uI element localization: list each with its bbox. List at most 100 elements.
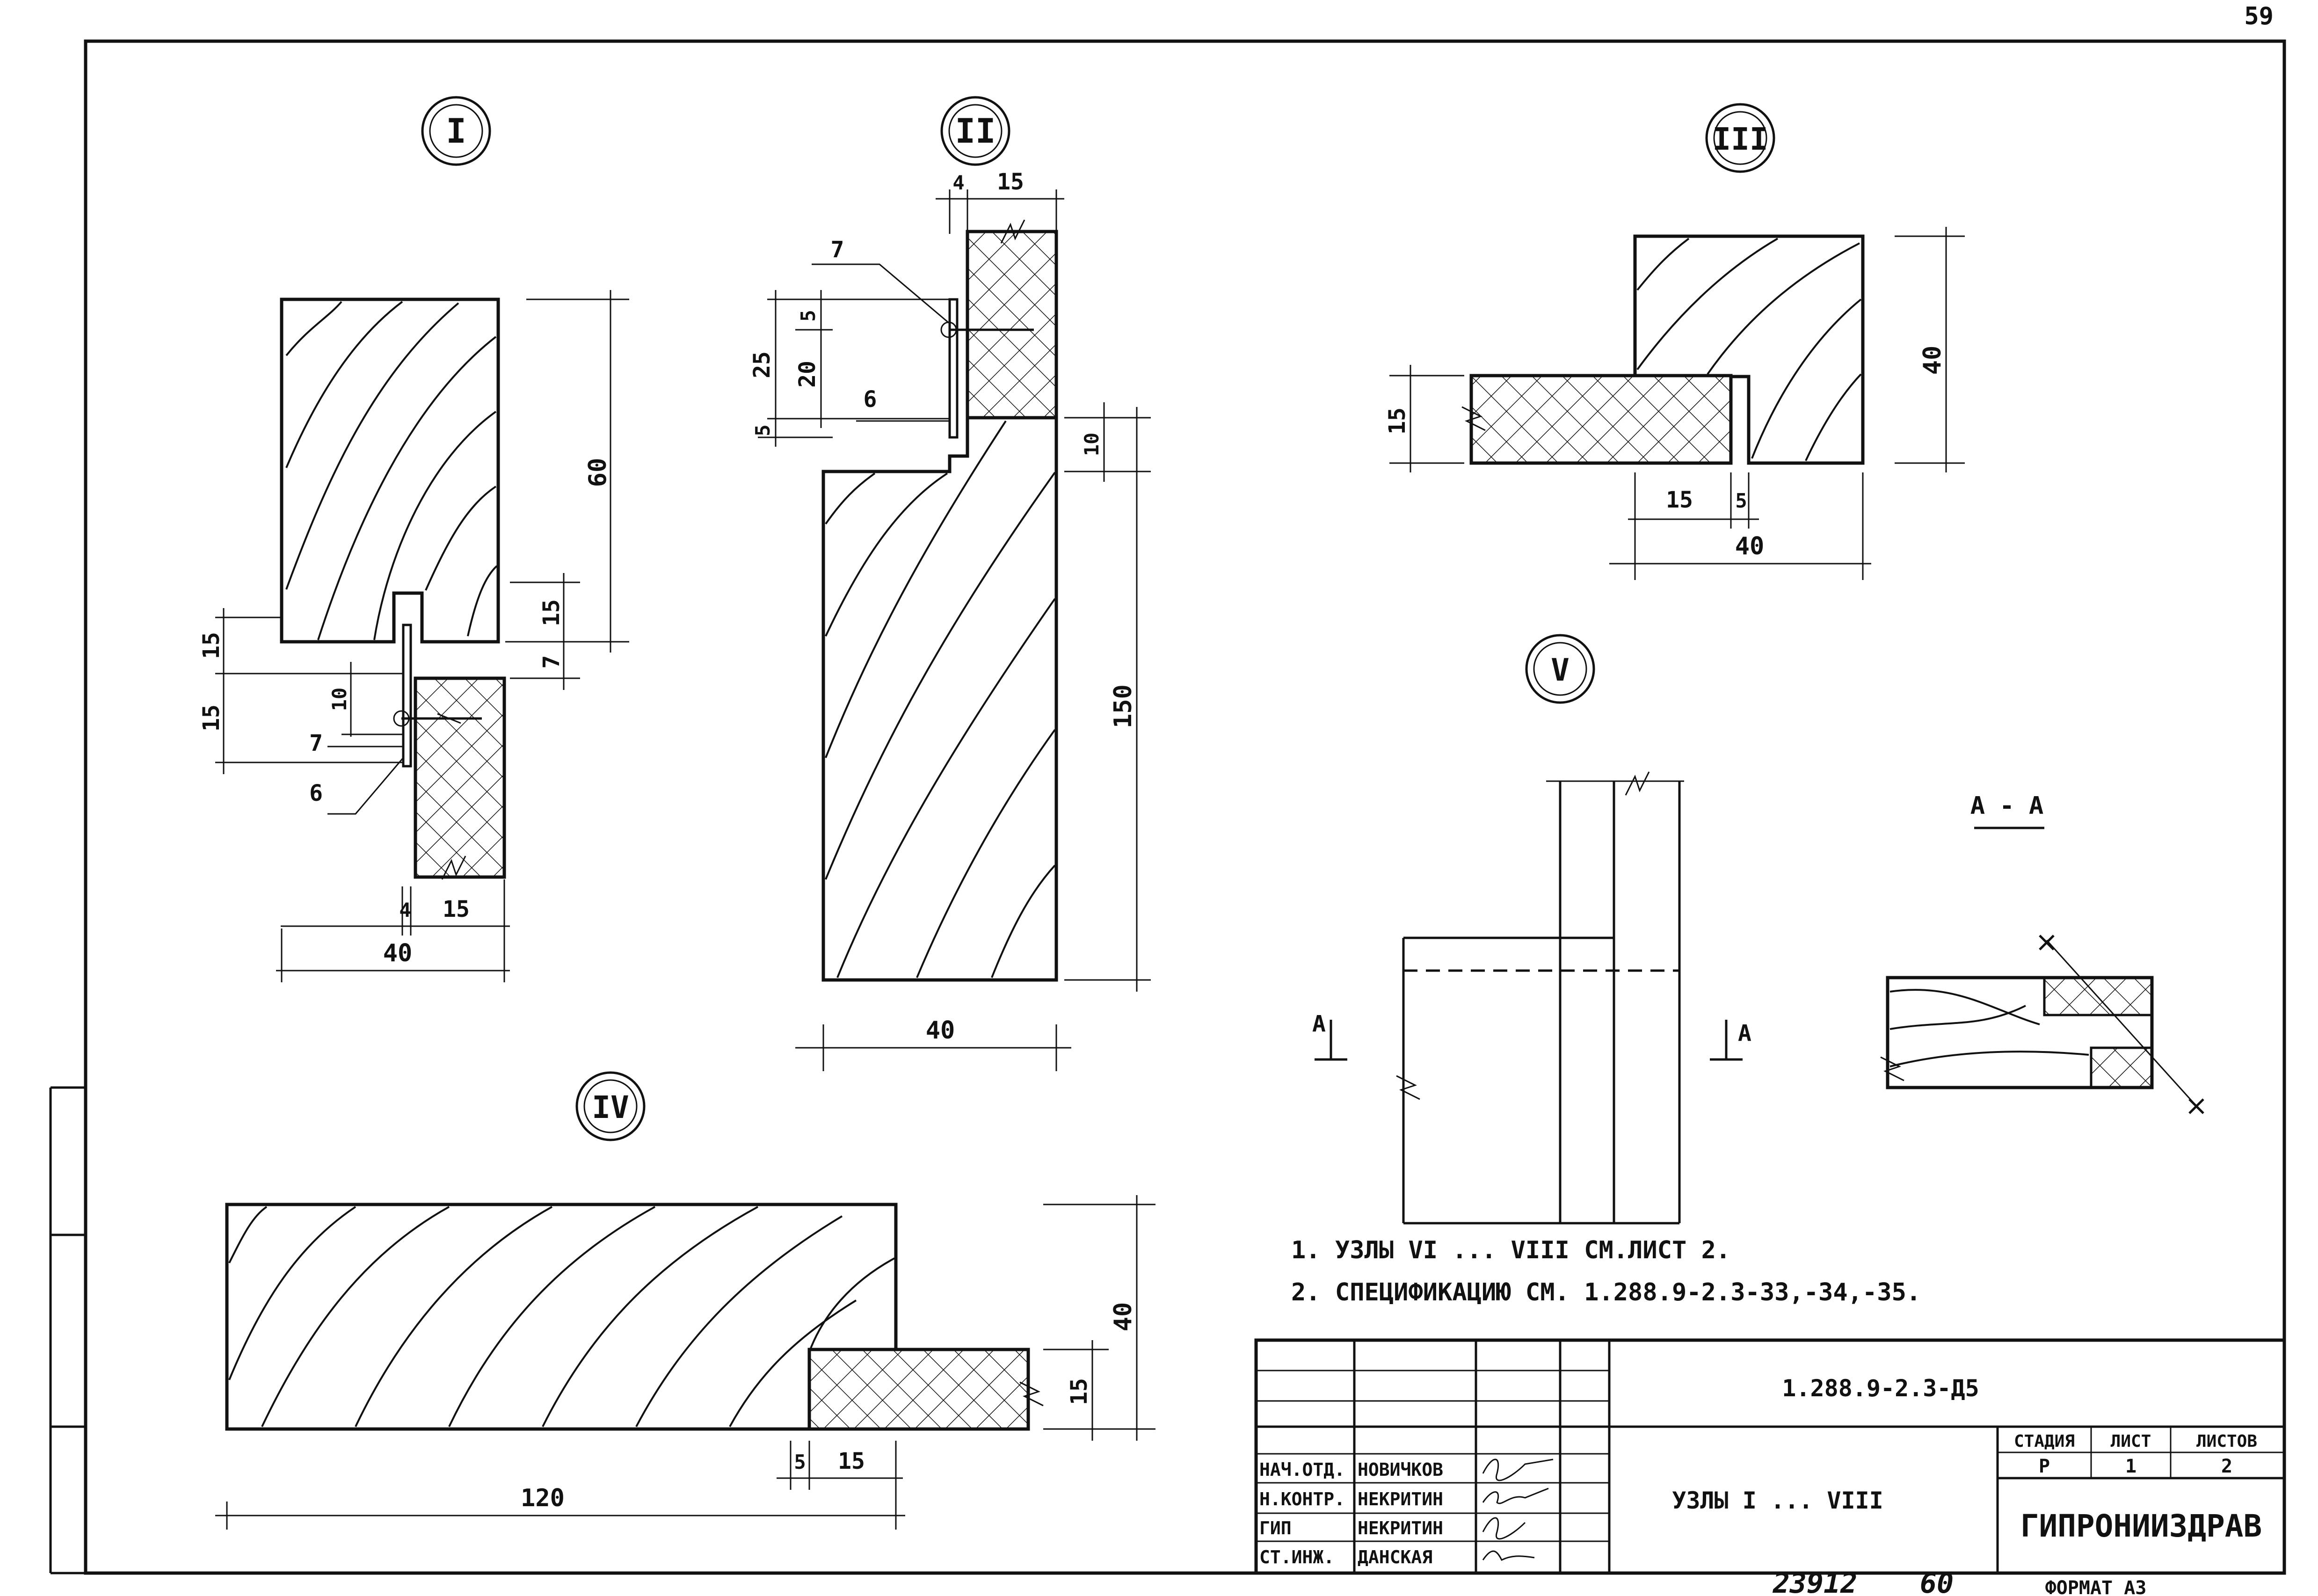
svg-text:60: 60 bbox=[584, 458, 612, 487]
svg-text:А: А bbox=[1738, 1020, 1751, 1046]
svg-text:НЕКРИТИН: НЕКРИТИН bbox=[1358, 1518, 1443, 1538]
detail-ii: II 4 15 bbox=[749, 96, 1151, 1071]
svg-text:Н.КОНТР.: Н.КОНТР. bbox=[1259, 1489, 1345, 1509]
sheets-value: 2 bbox=[2221, 1456, 2232, 1477]
section-marks-v: А А bbox=[1312, 1011, 1751, 1061]
svg-text:15: 15 bbox=[838, 1448, 865, 1474]
svg-text:15: 15 bbox=[997, 169, 1024, 195]
svg-text:5: 5 bbox=[794, 1451, 806, 1473]
svg-text:150: 150 bbox=[1109, 684, 1137, 728]
title-block: 1.288.9-2.3-Д5 УЗЛЫ I ... VIII СТАДИЯ ЛИ… bbox=[1254, 1338, 2286, 1575]
svg-text:НАЧ.ОТД.: НАЧ.ОТД. bbox=[1259, 1459, 1345, 1480]
svg-text:СТ.ИНЖ.: СТ.ИНЖ. bbox=[1259, 1547, 1334, 1567]
nail-i bbox=[393, 710, 482, 727]
svg-text:7: 7 bbox=[831, 237, 844, 263]
section-a-a: А - А bbox=[1880, 792, 2204, 1114]
svg-text:15: 15 bbox=[1384, 407, 1410, 435]
detail-iii: III 40 15 15 5 bbox=[1384, 103, 1965, 580]
dims-bottom-ii: 40 bbox=[795, 1016, 1071, 1071]
detail-marker-i: I bbox=[421, 96, 491, 166]
svg-text:15: 15 bbox=[1066, 1378, 1092, 1405]
drawing-title: УЗЛЫ I ... VIII bbox=[1672, 1487, 1883, 1514]
insulation-iii bbox=[1471, 376, 1731, 463]
dims-left-i: 15 15 10 7 6 bbox=[198, 608, 404, 815]
svg-text:5: 5 bbox=[1735, 489, 1747, 512]
sheets-header: ЛИСТОВ bbox=[2196, 1432, 2257, 1451]
wood-grain-iii bbox=[1636, 238, 1862, 461]
note-2: 2. СПЕЦИФИКАЦИЮ СМ. 1.288.9-2.3-33,-34,-… bbox=[1291, 1278, 1921, 1306]
insulation-i bbox=[415, 678, 504, 877]
svg-text:120: 120 bbox=[521, 1484, 565, 1512]
svg-text:5: 5 bbox=[751, 424, 774, 436]
svg-text:25: 25 bbox=[749, 351, 775, 378]
notes: 1. УЗЛЫ VI ... VIII СМ.ЛИСТ 2. 2. СПЕЦИФ… bbox=[1291, 1236, 1921, 1306]
svg-text:40: 40 bbox=[1109, 1302, 1137, 1332]
dims-iv: 40 15 5 15 120 bbox=[215, 1195, 1155, 1530]
dims-top-ii: 4 15 bbox=[936, 169, 1064, 234]
svg-text:15: 15 bbox=[198, 632, 225, 659]
dims-bottom-i: 4 15 40 bbox=[276, 879, 510, 982]
inventory-number-2: 60 bbox=[1920, 1567, 1954, 1596]
svg-text:40: 40 bbox=[926, 1016, 955, 1045]
svg-text:40: 40 bbox=[1918, 346, 1947, 375]
organization: ГИПРОНИИЗДРАВ bbox=[2020, 1508, 2262, 1544]
dims-iii: 40 15 15 5 40 bbox=[1384, 227, 1965, 580]
svg-text:7: 7 bbox=[538, 655, 565, 669]
svg-text:I: I bbox=[446, 111, 466, 151]
svg-text:III: III bbox=[1712, 121, 1768, 157]
sheet-frame bbox=[84, 39, 2286, 1575]
svg-text:15: 15 bbox=[443, 896, 470, 922]
svg-text:7: 7 bbox=[309, 730, 323, 756]
svg-text:15: 15 bbox=[198, 704, 225, 732]
fastener-strip-ii bbox=[948, 298, 959, 439]
sheet-header: ЛИСТ bbox=[2111, 1432, 2151, 1451]
dims-right-ii: 10 150 bbox=[1064, 402, 1151, 992]
svg-text:IV: IV bbox=[592, 1089, 629, 1125]
sheet-format: ФОРМАТ А3 bbox=[2045, 1577, 2147, 1596]
svg-text:А: А bbox=[1312, 1011, 1326, 1037]
doc-code: 1.288.9-2.3-Д5 bbox=[1782, 1375, 1979, 1402]
binding-strip bbox=[49, 1086, 86, 1574]
svg-text:НОВИЧКОВ: НОВИЧКОВ bbox=[1358, 1459, 1443, 1480]
detail-marker-iv: IV bbox=[575, 1071, 646, 1141]
svg-text:4: 4 bbox=[399, 899, 411, 921]
svg-text:10: 10 bbox=[328, 688, 351, 711]
svg-text:6: 6 bbox=[864, 386, 877, 413]
svg-text:НЕКРИТИН: НЕКРИТИН bbox=[1358, 1489, 1443, 1509]
fastener-strip-i bbox=[402, 624, 412, 768]
stage-header: СТАДИЯ bbox=[2014, 1432, 2075, 1451]
wood-block-ii bbox=[821, 416, 1058, 982]
insulation-ii bbox=[967, 232, 1056, 418]
note-1: 1. УЗЛЫ VI ... VIII СМ.ЛИСТ 2. bbox=[1291, 1236, 1730, 1264]
svg-text:5: 5 bbox=[797, 310, 820, 321]
sheet-value: 1 bbox=[2125, 1456, 2136, 1477]
frame-elevation-v bbox=[1396, 771, 1684, 1225]
wood-grain-iv bbox=[228, 1206, 895, 1427]
svg-text:ДАНСКАЯ: ДАНСКАЯ bbox=[1358, 1547, 1432, 1567]
svg-text:20: 20 bbox=[794, 361, 821, 388]
svg-text:ГИП: ГИП bbox=[1259, 1518, 1292, 1538]
svg-text:40: 40 bbox=[383, 939, 413, 967]
svg-text:40: 40 bbox=[1735, 532, 1765, 560]
detail-marker-ii: II bbox=[940, 96, 1010, 166]
svg-text:V: V bbox=[1551, 652, 1570, 688]
dims-right-i: 60 15 7 bbox=[505, 290, 629, 690]
svg-text:А - А: А - А bbox=[1970, 792, 2044, 820]
signature-rows: НАЧ.ОТД. НОВИЧКОВ Н.КОНТР. НЕКРИТИН ГИП … bbox=[1259, 1458, 1554, 1567]
wood-block-i bbox=[280, 297, 500, 644]
svg-text:II: II bbox=[955, 111, 996, 151]
wood-grain-i bbox=[285, 301, 498, 640]
page-number: 59 bbox=[2244, 2, 2274, 30]
svg-text:15: 15 bbox=[1666, 487, 1693, 513]
wood-grain-ii bbox=[825, 420, 1056, 978]
detail-iv: IV 40 15 5 bbox=[215, 1071, 1155, 1530]
insulation-iv bbox=[809, 1349, 1028, 1429]
svg-text:4: 4 bbox=[952, 171, 964, 194]
detail-marker-v: V bbox=[1525, 634, 1595, 704]
detail-marker-iii: III bbox=[1705, 103, 1775, 173]
detail-i: I 60 bbox=[198, 96, 629, 982]
stage-value: Р bbox=[2039, 1456, 2050, 1477]
detail-v: V А А А - А bbox=[1312, 634, 2204, 1225]
svg-text:15: 15 bbox=[538, 599, 565, 626]
